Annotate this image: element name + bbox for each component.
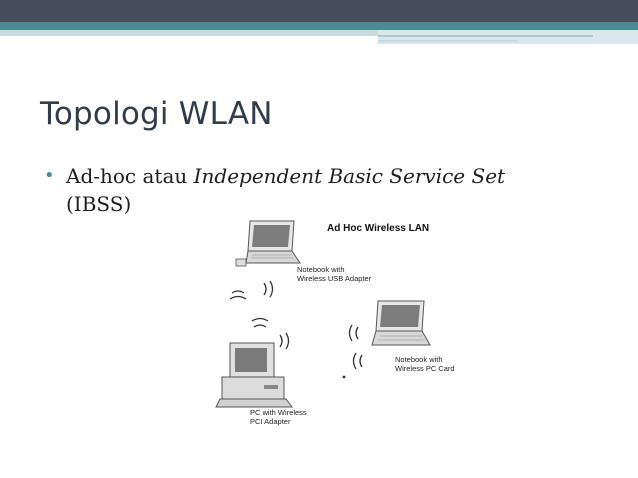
bullet-text-suffix: (IBSS) xyxy=(66,192,132,216)
header-accent-line xyxy=(378,35,593,37)
header-dark-stripe xyxy=(0,0,638,22)
diagram-graphics xyxy=(215,220,431,408)
usb-adapter-icon xyxy=(235,258,247,267)
bullet-text-emphasis: Independent Basic Service Set xyxy=(193,164,506,188)
laptop-icon xyxy=(235,220,301,267)
device-label-line: PC with Wireless xyxy=(250,408,307,417)
device-label-line: PCI Adapter xyxy=(250,417,291,426)
device-label-line: Wireless PC Card xyxy=(395,364,455,373)
signal-dot-icon xyxy=(342,375,346,379)
device-label: Notebook with Wireless USB Adapter xyxy=(297,265,371,283)
wireless-signal-icon xyxy=(348,324,363,370)
diagram-title: Ad Hoc Wireless LAN xyxy=(327,223,430,234)
slide-title: Topologi WLAN xyxy=(40,96,273,132)
device-label-line: Notebook with xyxy=(297,265,345,274)
header-light-stripe xyxy=(0,30,378,36)
device-label: Notebook with Wireless PC Card xyxy=(395,355,455,373)
desktop-pc-icon xyxy=(215,342,293,408)
laptop-icon xyxy=(371,300,431,346)
device-label-line: Wireless USB Adapter xyxy=(297,274,372,283)
wireless-signal-icon xyxy=(229,280,274,300)
header-accent-line-short xyxy=(378,40,518,42)
bullet-text-prefix: Ad-hoc atau xyxy=(66,164,194,188)
wireless-signal-icon xyxy=(251,317,290,350)
device-label: PC with Wireless PCI Adapter xyxy=(250,408,307,426)
adhoc-diagram: Ad Hoc Wireless LAN Notebook with Wirele… xyxy=(210,215,480,435)
bullet-marker: • xyxy=(44,165,55,186)
bullet-text: Ad-hoc atau Independent Basic Service Se… xyxy=(66,162,566,218)
device-label-line: Notebook with xyxy=(395,355,443,364)
header-teal-stripe xyxy=(0,22,638,30)
header-decor-band xyxy=(0,0,638,44)
